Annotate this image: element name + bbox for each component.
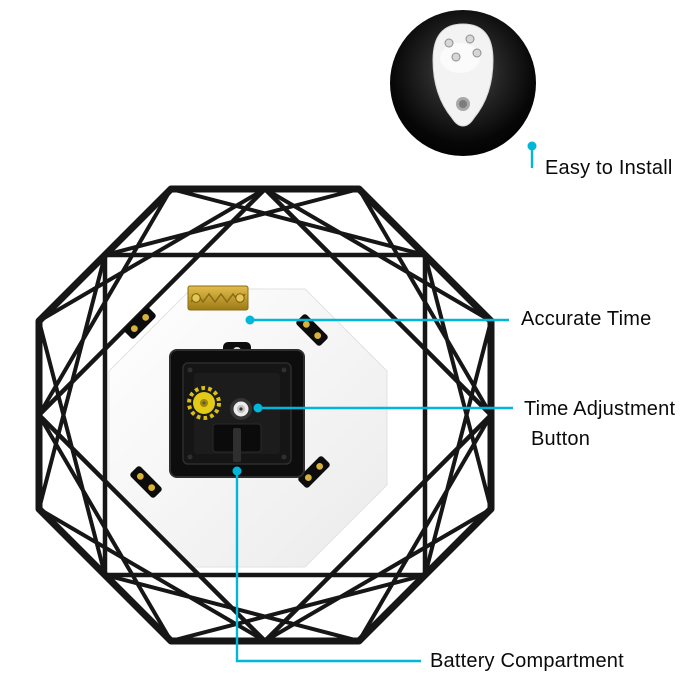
- clock-back: [35, 185, 495, 645]
- frame-octagon: [35, 185, 495, 645]
- panel-clip: [124, 307, 156, 339]
- callout-dot-easy-install: [527, 141, 537, 151]
- wall-hook: [432, 23, 494, 127]
- callout-lines: [232, 141, 537, 663]
- callout-label-accurate-time: Accurate Time: [521, 308, 652, 330]
- panel-clip: [298, 456, 330, 488]
- callout-label-time-adjustment-line2: Button: [531, 428, 591, 450]
- hook-pins: [444, 34, 482, 62]
- battery-compartment: [212, 423, 262, 462]
- wall-hook-inset: [390, 10, 536, 156]
- hand-shaft: [230, 398, 252, 420]
- callout-label-time-adjustment: Time Adjustment Button: [524, 394, 675, 454]
- callout-label-battery: Battery Compartment: [430, 650, 624, 672]
- callout-line-battery: [235, 471, 421, 663]
- panel-clips: [124, 307, 330, 498]
- callout-label-time-adjustment-line1: Time Adjustment: [524, 398, 676, 420]
- callout-label-easy-install: Easy to Install: [545, 157, 673, 179]
- hanging-bracket: [187, 285, 249, 311]
- clock-movement: [169, 342, 305, 478]
- callout-dot-accurate-time: [245, 315, 255, 325]
- wire-frame: [35, 185, 495, 645]
- gear-icon: [187, 386, 221, 420]
- panel-clip: [130, 466, 162, 498]
- callout-dot-battery: [232, 466, 242, 476]
- panel-clip: [296, 314, 328, 346]
- callout-dot-time-adjustment: [253, 403, 263, 413]
